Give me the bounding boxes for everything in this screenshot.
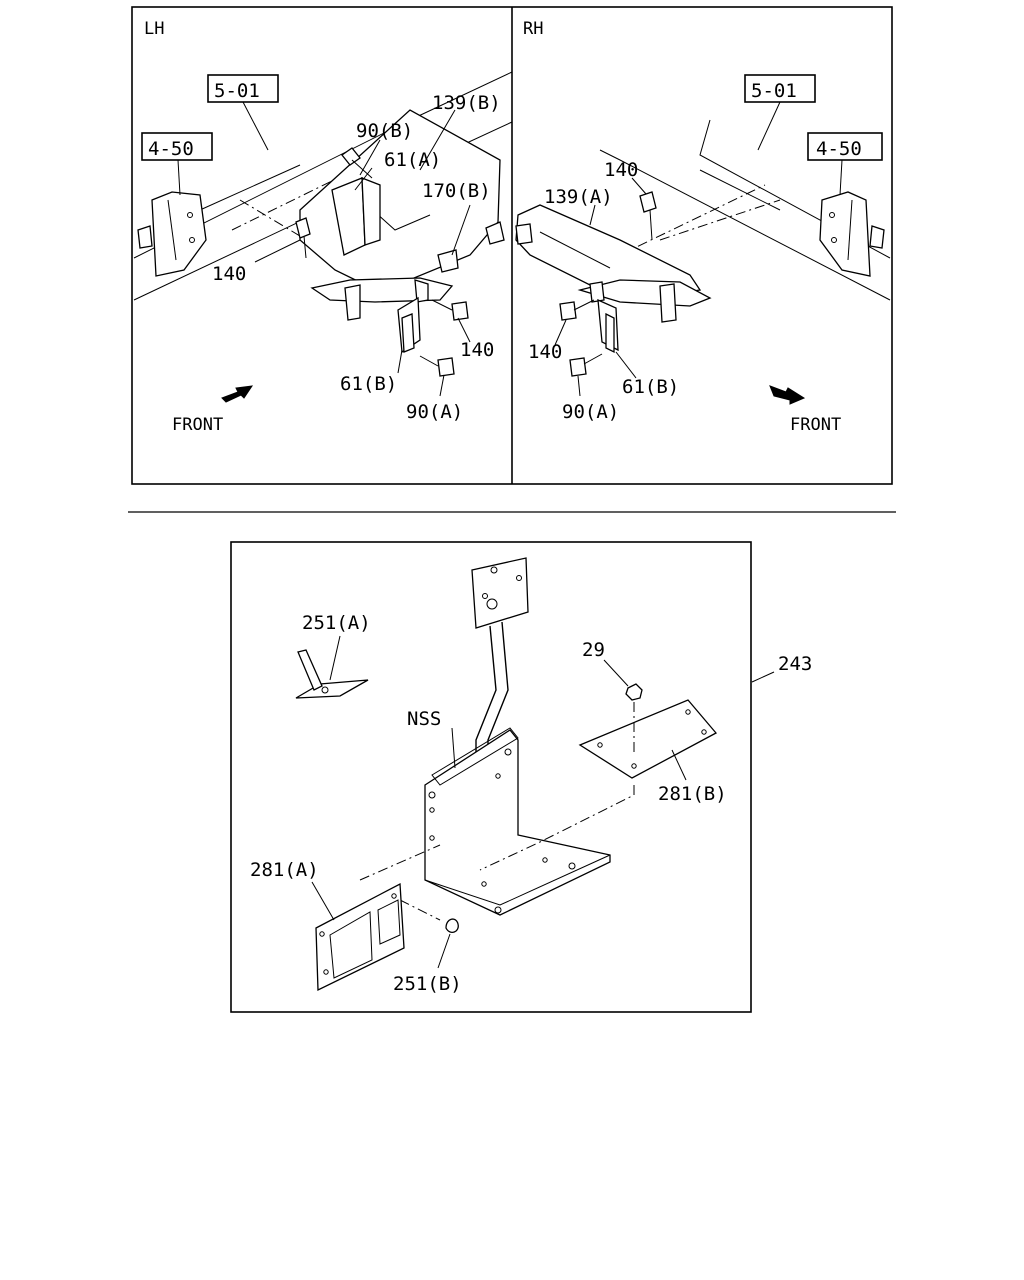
rh-view: RH [515, 19, 891, 435]
bottom-panel: 251(A) NSS [230, 541, 812, 1013]
lh-view: LH [133, 19, 513, 435]
rh-crossmember [577, 279, 712, 323]
lh-ref-box-4-50 [141, 132, 213, 161]
rh-ref-box-4-50 [807, 132, 883, 161]
lh-callout-61b: 61(B) [340, 373, 397, 395]
callout-243: 243 [778, 653, 812, 675]
lh-ref-4-50: 4-50 [148, 138, 194, 160]
lh-bolt-140-upper [295, 217, 311, 259]
rh-callout-139a: 139(A) [544, 186, 613, 208]
rh-bolt-90a [569, 353, 603, 377]
callout-251a: 251(A) [302, 612, 371, 634]
callout-251b: 251(B) [393, 973, 462, 995]
top-panel [131, 6, 893, 485]
lh-bracket-61a [331, 177, 381, 256]
lh-clip-170b [437, 249, 459, 273]
rh-bracket-61b [597, 298, 619, 354]
plate-281b [578, 699, 718, 779]
rh-bolt-140-upper [639, 191, 657, 241]
lh-bolt-140-lower [431, 299, 469, 321]
lh-callout-139b: 139(B) [432, 92, 501, 114]
rh-callout-61b: 61(B) [622, 376, 679, 398]
nut-29 [625, 683, 643, 755]
rh-callout-90a: 90(A) [562, 401, 619, 423]
lh-callout-140-lower: 140 [460, 339, 494, 361]
callout-281a: 281(A) [250, 859, 319, 881]
rh-mount-bracket [819, 191, 885, 277]
rh-front-label: FRONT [790, 415, 841, 435]
rh-side-label: RH [523, 19, 543, 39]
rh-ref-5-01: 5-01 [751, 80, 797, 102]
rh-callout-140-lower: 140 [528, 341, 562, 363]
carrier-bracket [424, 727, 611, 916]
lh-bracket-61b [397, 296, 421, 354]
callout-nss: NSS [407, 708, 441, 730]
grommet-251b [445, 918, 459, 934]
lh-callout-90b: 90(B) [356, 120, 413, 142]
bracket-251a [295, 649, 369, 699]
lh-callout-170b: 170(B) [422, 180, 491, 202]
lh-mount-bracket [137, 191, 207, 277]
lh-bolt-90b [341, 147, 373, 179]
lh-callout-61a: 61(A) [384, 149, 441, 171]
rh-callout-140-upper: 140 [604, 159, 638, 181]
lh-front-label: FRONT [172, 415, 223, 435]
rh-front-arrow-icon [769, 385, 806, 405]
lh-bolt-90a [419, 355, 455, 377]
lh-side-label: LH [144, 19, 164, 39]
lh-callout-90a: 90(A) [406, 401, 463, 423]
callout-29: 29 [582, 639, 605, 661]
rh-bolt-140-lower [559, 299, 595, 321]
lh-front-arrow-icon [221, 385, 254, 403]
rh-ref-4-50: 4-50 [816, 138, 862, 160]
callout-281b: 281(B) [658, 783, 727, 805]
plate-281a [315, 882, 405, 992]
lh-callout-140-upper: 140 [212, 263, 246, 285]
lh-ref-5-01: 5-01 [214, 80, 260, 102]
lh-crossmember [310, 277, 454, 321]
